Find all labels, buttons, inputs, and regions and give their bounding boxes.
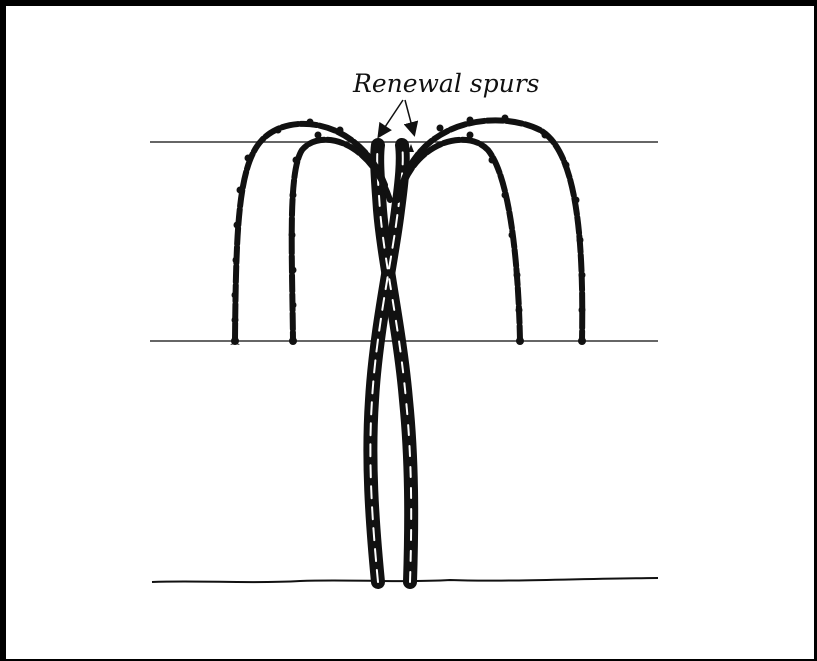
annotation-arrows bbox=[379, 100, 414, 136]
arrow-to-right-spur bbox=[405, 100, 414, 134]
right-inner-arm bbox=[398, 140, 520, 340]
arrow-to-left-spur bbox=[379, 100, 403, 136]
renewal-spurs-label: Renewal spurs bbox=[352, 69, 539, 98]
vine-trunks bbox=[370, 145, 411, 582]
